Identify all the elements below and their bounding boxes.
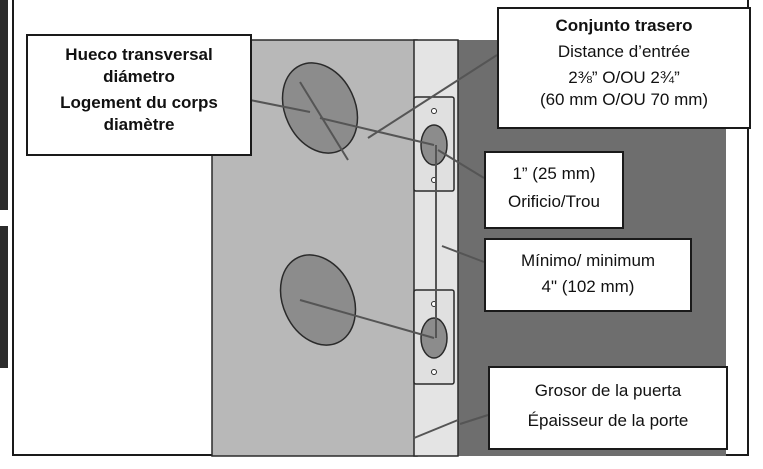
leader-minimum [441,245,485,263]
backset-label-4: (60 mm O/OU 70 mm) [539,90,709,109]
leader-cross-bore [249,99,311,113]
cross-bore-label-1: Hueco transversal [65,45,213,64]
backset-label-1: Conjunto trasero [555,16,693,35]
cross-bore-label-3: Logement du corps [60,93,218,112]
left-edge-tab-top [0,0,8,210]
callout-thickness: Grosor de la puerta Épaisseur de la port… [488,366,728,450]
callout-backset: Conjunto trasero Distance d’entrée 2⅜” O… [497,7,751,129]
backset-label-3: 2⅜” O/OU 2¾” [568,68,680,87]
screw-icon [431,369,437,375]
hole-label-1: 1” (25 mm) [512,164,596,183]
leader-thickness [459,414,489,425]
thickness-label-2: Épaisseur de la porte [527,411,689,430]
minimum-label-2: 4" (102 mm) [541,277,635,296]
thickness-label-1: Grosor de la puerta [534,381,682,400]
callout-hole: 1” (25 mm) Orificio/Trou [484,151,624,229]
callout-minimum: Mínimo/ minimum 4" (102 mm) [484,238,692,312]
minimum-label-1: Mínimo/ minimum [520,251,656,270]
bore-center-line-top [299,81,349,161]
cross-bore-label-4: diamètre [103,115,175,134]
backset-line-bottom [299,299,435,339]
hole-label-2: Orificio/Trou [508,192,600,211]
backset-label-2: Distance d’entrée [557,42,691,61]
leader-backset [367,54,498,139]
cross-bore-bottom [279,254,357,346]
thickness-line [413,419,459,439]
left-edge-tab-bottom [0,226,8,368]
cross-bore-label-2: diámetro [103,67,175,86]
screw-icon [431,108,437,114]
leader-hole [437,149,485,179]
callout-cross-bore: Hueco transversal diámetro Logement du c… [26,34,252,156]
